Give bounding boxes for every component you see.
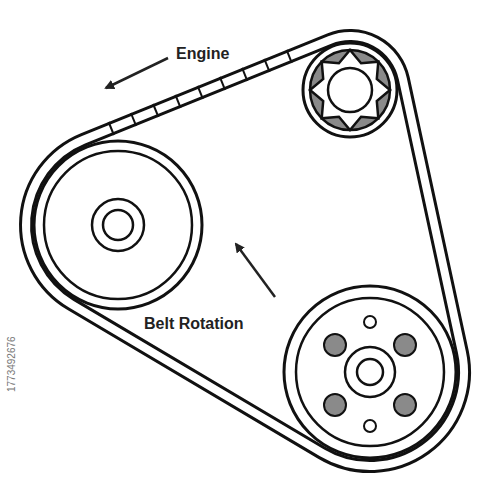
rotation-label: Belt Rotation	[144, 315, 244, 333]
crank-pulley	[34, 141, 202, 309]
belt-tooth	[242, 68, 247, 81]
belt-teeth	[109, 50, 292, 135]
accessory-pulley	[284, 286, 456, 458]
engine-arrow	[106, 58, 168, 88]
belt-tooth	[264, 59, 269, 72]
belt-tooth	[287, 50, 292, 63]
stock-id: 1773492676	[6, 336, 17, 392]
belt-tooth	[153, 104, 158, 117]
belt-tooth	[131, 113, 136, 126]
belt-tooth	[109, 122, 114, 135]
gear-pulley	[303, 43, 397, 137]
belt-tooth	[198, 86, 203, 99]
belt-tooth	[175, 95, 180, 108]
belt-inner	[26, 36, 464, 466]
engine-label: Engine	[176, 45, 229, 63]
belt-tooth	[220, 77, 225, 90]
rotation-arrow	[236, 244, 275, 297]
belt	[26, 36, 464, 466]
